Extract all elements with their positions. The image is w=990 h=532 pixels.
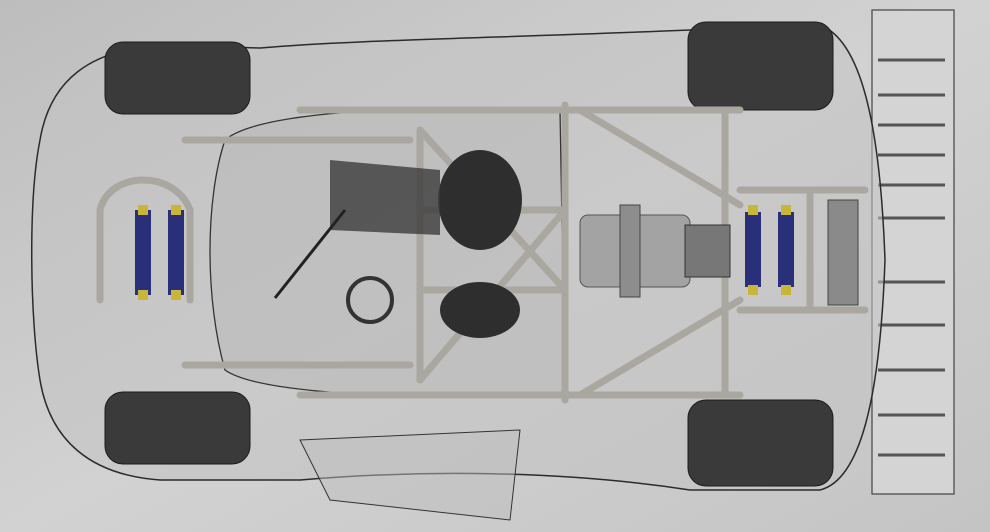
rear-suspension <box>745 199 859 306</box>
door <box>299 429 521 521</box>
tire-front-left <box>104 41 251 115</box>
steering-wheel <box>346 276 394 324</box>
cockpit-canopy <box>209 107 566 398</box>
front-suspension <box>135 205 184 300</box>
wiper <box>273 209 347 299</box>
tires <box>104 21 834 487</box>
seats <box>330 150 522 338</box>
engine <box>579 204 731 298</box>
tire-front-right <box>104 391 251 465</box>
passenger-seat <box>440 282 520 338</box>
tire-rear-right <box>687 399 834 487</box>
tire-rear-left <box>687 21 834 111</box>
driver-seat <box>438 150 522 250</box>
rear-wing <box>871 9 955 495</box>
